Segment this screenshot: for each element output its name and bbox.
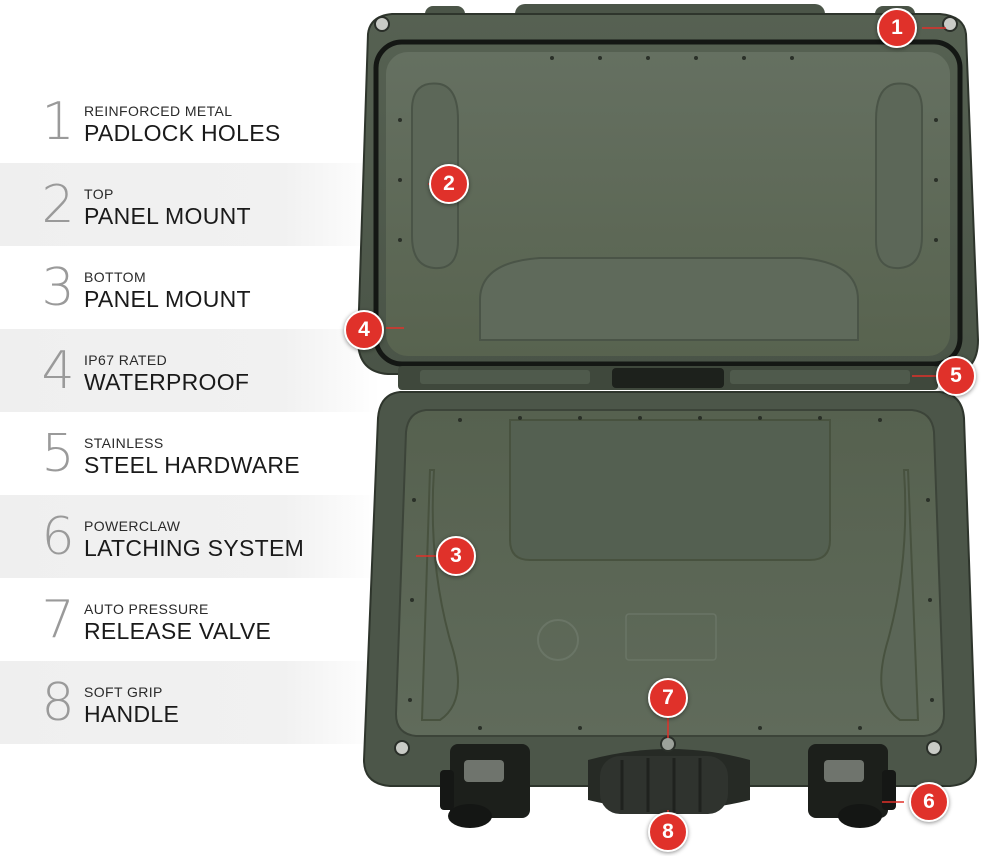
feature-subtitle: POWERCLAW bbox=[84, 518, 181, 534]
lid-screw-holes bbox=[398, 56, 938, 242]
feature-subtitle: SOFT GRIP bbox=[84, 684, 163, 700]
feature-row-6: 6 POWERCLAW LATCHING SYSTEM bbox=[0, 495, 380, 578]
feature-subtitle: TOP bbox=[84, 186, 114, 202]
feature-row-7: 7 AUTO PRESSURE RELEASE VALVE bbox=[0, 578, 380, 661]
feature-row-2: 2 TOP PANEL MOUNT bbox=[0, 163, 380, 246]
feature-number: 6 bbox=[41, 507, 75, 567]
feature-subtitle: BOTTOM bbox=[84, 269, 147, 285]
lid-bottom-bump bbox=[479, 257, 859, 341]
hinge-bar bbox=[398, 366, 938, 390]
callout-8: 8 bbox=[648, 812, 688, 852]
feature-title: STEEL HARDWARE bbox=[84, 452, 300, 478]
feature-number: 5 bbox=[41, 424, 75, 484]
feature-title: LATCHING SYSTEM bbox=[84, 535, 305, 561]
feature-number: 4 bbox=[41, 341, 75, 401]
feature-list: 1 REINFORCED METAL PADLOCK HOLES 2 TOP P… bbox=[0, 80, 380, 744]
callout-5: 5 bbox=[936, 356, 976, 396]
callout-6: 6 bbox=[909, 782, 949, 822]
feature-title: PADLOCK HOLES bbox=[84, 120, 281, 146]
callout-2: 2 bbox=[429, 164, 469, 204]
latch-left bbox=[440, 744, 530, 828]
callout-1: 1 bbox=[877, 8, 917, 48]
feature-subtitle: REINFORCED METAL bbox=[84, 103, 233, 119]
feature-title: PANEL MOUNT bbox=[84, 203, 251, 229]
pressure-valve bbox=[660, 736, 676, 752]
feature-number: 1 bbox=[41, 92, 75, 152]
feature-title: HANDLE bbox=[84, 701, 180, 727]
base-center-recess bbox=[509, 419, 831, 561]
feature-number: 8 bbox=[41, 673, 75, 733]
lid-rib-right bbox=[875, 82, 923, 270]
base-emboss-circle bbox=[537, 619, 579, 661]
feature-row-5: 5 STAINLESS STEEL HARDWARE bbox=[0, 412, 380, 495]
feature-title: PANEL MOUNT bbox=[84, 286, 251, 312]
callout-3: 3 bbox=[436, 536, 476, 576]
lid-gasket bbox=[373, 39, 963, 367]
base-emboss-plate bbox=[625, 613, 717, 661]
padlock-holes bbox=[374, 16, 958, 756]
case-illustration bbox=[356, 4, 980, 828]
feature-row-4: 4 IP67 RATED WATERPROOF bbox=[0, 329, 380, 412]
feature-number: 7 bbox=[41, 590, 75, 650]
latch-right bbox=[808, 744, 896, 828]
feature-row-1: 1 REINFORCED METAL PADLOCK HOLES bbox=[0, 80, 380, 163]
feature-number: 3 bbox=[41, 258, 75, 318]
feature-subtitle: AUTO PRESSURE bbox=[84, 601, 209, 617]
feature-title: RELEASE VALVE bbox=[84, 618, 272, 644]
callout-7: 7 bbox=[648, 678, 688, 718]
feature-number: 2 bbox=[41, 175, 75, 235]
base-rib-left bbox=[420, 469, 459, 721]
feature-row-8: 8 SOFT GRIP HANDLE bbox=[0, 661, 380, 744]
feature-subtitle: IP67 RATED bbox=[84, 352, 168, 368]
soft-grip-handle bbox=[588, 749, 750, 814]
feature-title: WATERPROOF bbox=[84, 369, 250, 395]
feature-subtitle: STAINLESS bbox=[84, 435, 164, 451]
callout-4: 4 bbox=[344, 310, 384, 350]
base-screw-holes bbox=[408, 416, 934, 730]
base-rib-right bbox=[880, 469, 920, 721]
feature-row-3: 3 BOTTOM PANEL MOUNT bbox=[0, 246, 380, 329]
